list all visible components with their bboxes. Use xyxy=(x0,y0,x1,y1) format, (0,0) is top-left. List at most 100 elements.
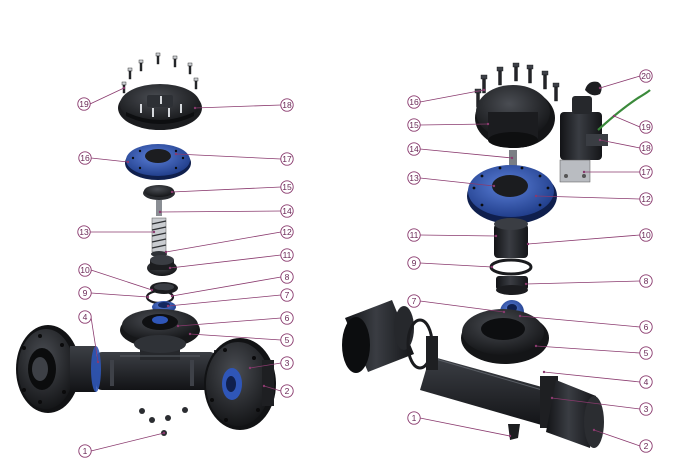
right-seal-ring xyxy=(489,258,533,276)
callout-bubble xyxy=(280,248,294,262)
leader-dot xyxy=(193,106,197,110)
leader-line xyxy=(194,104,282,109)
callout-number: 5 xyxy=(285,335,290,345)
left-view-callout-15: 15 xyxy=(170,180,294,194)
leader-line xyxy=(167,294,282,307)
callout-bubble xyxy=(407,228,421,242)
left-view-callout-7: 7 xyxy=(166,288,294,308)
leader-dot xyxy=(582,170,586,174)
leader-line xyxy=(90,432,165,452)
leader-line xyxy=(90,269,153,291)
callout-number: 12 xyxy=(282,227,292,237)
leader-line xyxy=(519,315,641,328)
callout-number: 10 xyxy=(641,230,651,240)
right-view-callout-13: 13 xyxy=(407,171,496,188)
leader-line xyxy=(527,234,641,245)
callout-bubble xyxy=(280,384,294,398)
leader-dot xyxy=(176,324,180,328)
callout-bubble xyxy=(639,439,653,453)
leader-line xyxy=(535,195,641,200)
right-cap xyxy=(585,81,602,96)
callout-number: 8 xyxy=(644,276,649,286)
callout-bubble xyxy=(77,225,91,239)
callout-number: 20 xyxy=(641,71,651,81)
leader-line xyxy=(249,362,282,369)
callout-bubble xyxy=(77,97,91,111)
callout-bubble xyxy=(78,310,92,324)
callout-number: 6 xyxy=(285,313,290,323)
callout-number: 18 xyxy=(641,143,651,153)
callout-number: 3 xyxy=(285,358,290,368)
leader-dot xyxy=(508,434,512,438)
left-view-callout-4: 4 xyxy=(78,310,100,364)
callout-bubble xyxy=(280,270,294,284)
left-view-callout-14: 14 xyxy=(158,204,294,218)
leader-dot xyxy=(526,242,530,246)
right-view-callout-10: 10 xyxy=(526,228,653,246)
right-spring-housing xyxy=(494,218,528,258)
callout-bubble xyxy=(78,263,92,277)
callout-bubble xyxy=(280,152,294,166)
leader-dot xyxy=(248,366,252,370)
right-view-callout-12: 12 xyxy=(534,192,653,206)
left-view-callout-6: 6 xyxy=(176,311,294,328)
right-view-callout-3: 3 xyxy=(550,396,653,416)
callout-bubble xyxy=(639,69,653,83)
right-view-callout-11: 11 xyxy=(407,228,498,242)
left-view-callout-9: 9 xyxy=(78,286,150,300)
left-view-callout-1: 1 xyxy=(78,431,166,458)
leader-line xyxy=(90,157,129,163)
left-inlet-flange xyxy=(16,325,101,413)
leader-dot xyxy=(492,184,496,188)
callout-number: 14 xyxy=(409,144,419,154)
right-view-callout-20: 20 xyxy=(598,69,653,90)
callout-bubble xyxy=(280,288,294,302)
leader-line xyxy=(419,148,513,159)
callout-bubble xyxy=(639,346,653,360)
callout-number: 2 xyxy=(644,441,649,451)
leader-line xyxy=(419,89,485,103)
leader-line xyxy=(263,385,282,392)
leader-line xyxy=(551,397,641,410)
leader-dot xyxy=(262,384,266,388)
left-view-callout-19: 19 xyxy=(77,86,126,111)
callout-number: 9 xyxy=(412,258,417,268)
leader-dot xyxy=(162,431,166,435)
leader-line xyxy=(171,186,282,193)
right-control-hose xyxy=(597,89,651,131)
right-view-callout-15: 15 xyxy=(407,118,490,132)
right-view-callout-2: 2 xyxy=(592,428,653,453)
leader-dot xyxy=(502,310,506,314)
callout-number: 10 xyxy=(80,265,90,275)
leader-line xyxy=(89,87,125,105)
right-view-callout-4: 4 xyxy=(542,370,653,389)
leader-dot xyxy=(486,122,490,126)
callout-number: 4 xyxy=(644,377,649,387)
leader-dot xyxy=(518,314,522,318)
callout-bubble xyxy=(407,256,421,270)
leader-dot xyxy=(550,396,554,400)
callout-number: 7 xyxy=(412,296,417,306)
callout-number: 13 xyxy=(79,227,89,237)
callout-bubble xyxy=(639,192,653,206)
callout-bubble xyxy=(78,151,92,165)
right-view-callout-19: 19 xyxy=(612,114,653,134)
callout-bubble xyxy=(280,180,294,194)
leader-dot xyxy=(592,428,596,432)
left-view-callout-11: 11 xyxy=(168,248,294,270)
leader-dot xyxy=(166,304,170,308)
left-valve-body xyxy=(96,335,216,390)
leader-line xyxy=(599,75,641,89)
callout-number: 6 xyxy=(644,322,649,332)
right-exploded-view xyxy=(342,62,651,448)
leader-dot xyxy=(168,266,172,270)
leader-dot xyxy=(612,114,616,118)
callout-number: 1 xyxy=(83,446,88,456)
left-seal-stack xyxy=(145,282,178,313)
callout-bubble xyxy=(639,320,653,334)
left-view-callout-3: 3 xyxy=(248,356,294,370)
leader-line xyxy=(419,262,493,268)
right-solenoid-pilot xyxy=(559,96,608,183)
leader-line xyxy=(543,371,641,383)
callout-bubble xyxy=(639,165,653,179)
